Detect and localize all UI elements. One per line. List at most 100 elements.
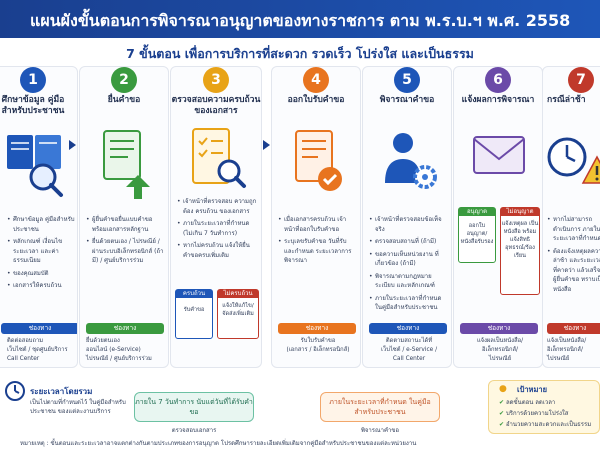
channel-item: แจ้งผลเป็นหนังสือ/ [476,338,524,344]
branch-ok-label: ครบถ้วน [176,290,212,298]
timeline-desc: เป็นไปตามที่กำหนดไว้ ในคู่มือสำหรับประชา… [30,399,126,415]
channel-item: เว็บไซต์ / e-Service / [380,347,438,353]
warning-icon [543,121,600,209]
book-search-icon [0,121,77,209]
channel-item: อิเล็กทรอนิกส์/ [547,347,583,353]
goal-text: ลดขั้นตอน ลดเวลา [505,399,556,406]
step-bullets: ผู้ยื่นคำขอยื่นแบบคำขอ พร้อมเอกสารหลักฐา… [86,215,166,269]
step-number-badge: 5 [394,67,420,93]
channel-item: แจ้งเป็นหนังสือ/ [547,338,587,344]
step-title: พิจารณาคำขอ [379,95,435,105]
step-bullets: หากไม่สามารถดำเนินการ ภายในระยะเวลาที่กำ… [547,215,600,297]
channel-item: เว็บไซต์ / ชุดศูนย์บริการ [7,347,68,353]
bullet: หลักเกณฑ์ เงื่อนไข ระยะเวลา และค่าธรรมเน… [7,237,77,266]
step-3-card: 3 ตรวจสอบความครบถ้วน ของเอกสาร เจ้าหน้าท… [170,66,262,368]
bullet: เมื่อเอกสารครบถ้วน เจ้าหน้าที่ออกใบรับคำ… [278,215,358,234]
check-icon: ✔ [499,410,505,417]
timeline-box-1-caption: ตรวจสอบเอกสาร [171,427,217,434]
step-2-card: 2 ยื่นคำขอ ผู้ยื่นคำขอยื่นแบบคำขอ พร้อมเ… [79,66,169,368]
channel-label: ช่องทาง [460,323,538,334]
step-title: กรณีล่าช้า [547,95,586,105]
step-bullets: เมื่อเอกสารครบถ้วน เจ้าหน้าที่ออกใบรับคำ… [278,215,358,269]
channel-item: ไปรษณีย์ [547,356,570,362]
step-title: ศึกษาข้อมูล คู่มือสำหรับประชาชน [1,95,65,116]
channel-item: Call Center [7,356,40,362]
step-title: ตรวจสอบความครบถ้วน ของเอกสาร [171,95,261,116]
lightbulb-icon: ● [499,384,507,394]
channel-item: (เอกสาร / อิเล็กทรอนิกส์) [286,347,350,353]
bullet: ขอความเห็นหน่วยงาน ที่เกี่ยวข้อง (ถ้ามี) [369,250,449,269]
step-number-badge: 1 [20,67,46,93]
header-bar: แผนผังขั้นตอนการพิจารณาอนุญาตของทางราชกา… [0,0,600,38]
step-5-card: 5 พิจารณาคำขอ เจ้าหน้าที่ตรวจสอบข้อเท็จจ… [362,66,452,368]
flow-arrow [69,140,76,150]
bullet: ตรวจสอบสถานที่ (ถ้ามี) [369,237,449,247]
channel-item: ติดตามสถานะได้ที่ [385,338,433,344]
channel-list: ยื่นด้วยตนเอง ออนไลน์ (e-Service) ไปรษณี… [86,337,166,364]
bullet: หากไม่ครบถ้วน แจ้งให้ยื่นคำขอครบเพิ่มเติ… [177,241,257,260]
page-subtitle: 7 ขั้นตอน เพื่อการบริการที่สะดวก รวดเร็ว… [126,46,474,61]
flow-arrow [263,140,270,150]
channel-list: รับใบรับคำขอ (เอกสาร / อิเล็กทรอนิกส์) [278,337,358,355]
branch-no-box: ไม่ครบถ้วน แจ้งให้แก้ไข/ จัดส่งเพิ่มเติม [217,289,259,339]
bullet: ภายในระยะเวลาที่กำหนด ในคู่มือสำหรับประช… [369,294,449,313]
channel-label: ช่องทาง [1,323,77,334]
timeline-box-text: ภายใน 7 วันทำการ นับแต่วันที่ได้รับคำขอ [135,398,253,416]
bullet: พิจารณาตามกฎหมาย ระเบียบ และหลักเกณฑ์ [369,272,449,291]
channel-list: ติดตามสถานะได้ที่ เว็บไซต์ / e-Service /… [369,337,449,364]
branch-no-label: ไม่ครบถ้วน [218,290,258,298]
branch-ok-label: อนุญาต [459,208,495,216]
channel-item: รับใบรับคำขอ [300,338,336,344]
footnote: หมายเหตุ : ขั้นตอนและระยะเวลาอาจแตกต่างก… [20,440,417,447]
goal-item: ✔ อำนวยความสะดวกและเป็นธรรม [499,419,591,429]
step-7-card: 7 กรณีล่าช้า หากไม่สามารถดำเนินการ ภายใน… [542,66,600,368]
step-number-badge: 6 [485,67,511,93]
channel-label: ช่องทาง [547,323,600,334]
document-upload-icon [80,121,168,209]
channel-list: แจ้งผลเป็นหนังสือ/ อิเล็กทรอนิกส์/ ไปรษณ… [460,337,540,364]
branch-ok-box: อนุญาต ออกใบอนุญาต/ หนังสือรับรอง [458,207,496,263]
step-bullets: เจ้าหน้าที่ตรวจสอบ ความถูกต้อง ครบถ้วน ข… [177,197,257,263]
channel-item: ติดต่อสอบถาม [7,338,44,344]
officer-gear-icon [363,121,451,209]
step-number-badge: 4 [303,67,329,93]
bullet: เจ้าหน้าที่ตรวจสอบข้อเท็จจริง [369,215,449,234]
goal-item: ✔ ลดขั้นตอน ลดเวลา [499,397,555,407]
step-bullets: ศึกษาข้อมูล คู่มือสำหรับประชาชน หลักเกณฑ… [7,215,77,294]
bullet: ยื่นด้วยตนเอง / ไปรษณีย์ / ผ่านระบบอิเล็… [86,237,166,266]
timeline-clock-icon [4,380,26,402]
page-title: แผนผังขั้นตอนการพิจารณาอนุญาตของทางราชกา… [30,11,571,30]
branch-ok-note: ออกใบอนุญาต/ หนังสือรับรอง [460,223,494,245]
bullet: เอกสารให้ครบถ้วน [7,281,77,291]
channel-item: ไปรษณีย์ / ศูนย์บริการร่วม [86,356,152,362]
timeline-label: ระยะเวลาโดยรวม [30,387,93,396]
bullet: ศึกษาข้อมูล คู่มือสำหรับประชาชน [7,215,77,234]
channel-item: ออนไลน์ (e-Service) [86,347,141,353]
step-number-badge: 3 [203,67,229,93]
branch-no-label: ไม่อนุญาต [501,208,539,216]
channel-label: ช่องทาง [369,323,447,334]
timeline-box-2-caption: พิจารณาคำขอ [360,427,400,434]
bullet: ต้องแจ้งเหตุผลความล่าช้า และระยะเวลาที่ค… [547,247,600,295]
branch-no-note: แจ้งเหตุผล เป็นหนังสือ พร้อมแจ้งสิทธิ อุ… [501,221,539,259]
channel-label: ช่องทาง [86,323,164,334]
goals-title: เป้าหมาย [517,385,548,394]
channel-label: ช่องทาง [278,323,356,334]
bullet: หากไม่สามารถดำเนินการ ภายในระยะเวลาที่กำ… [547,215,600,244]
bullet: ระบุเลขรับคำขอ วันที่รับ และกำหนด ระยะเว… [278,237,358,266]
goals-box: ● เป้าหมาย ✔ ลดขั้นตอน ลดเวลา ✔ บริการด้… [488,380,600,434]
channel-item: Call Center [392,356,426,362]
step-number-badge: 7 [568,67,594,93]
bullet: ผู้ยื่นคำขอยื่นแบบคำขอ พร้อมเอกสารหลักฐา… [86,215,166,234]
step-number-badge: 2 [111,67,137,93]
step-title: แจ้งผลการพิจารณา [461,95,535,105]
branch-no-box: ไม่อนุญาต แจ้งเหตุผล เป็นหนังสือ พร้อมแจ… [500,207,540,295]
step-4-card: 4 ออกใบรับคำขอ เมื่อเอกสารครบถ้วน เจ้าหน… [271,66,361,368]
channel-item: ไปรษณีย์ [488,356,512,362]
channel-list: แจ้งเป็นหนังสือ/ อิเล็กทรอนิกส์/ ไปรษณีย… [547,337,600,364]
branch-ok-box: ครบถ้วน รับคำขอ [175,289,213,339]
goal-text: อำนวยความสะดวกและเป็นธรรม [505,421,592,428]
timeline-box-1: ภายใน 7 วันทำการ นับแต่วันที่ได้รับคำขอ [134,392,254,422]
bullet: ของคุณสมบัติ [7,269,77,279]
receipt-check-icon [272,121,360,209]
